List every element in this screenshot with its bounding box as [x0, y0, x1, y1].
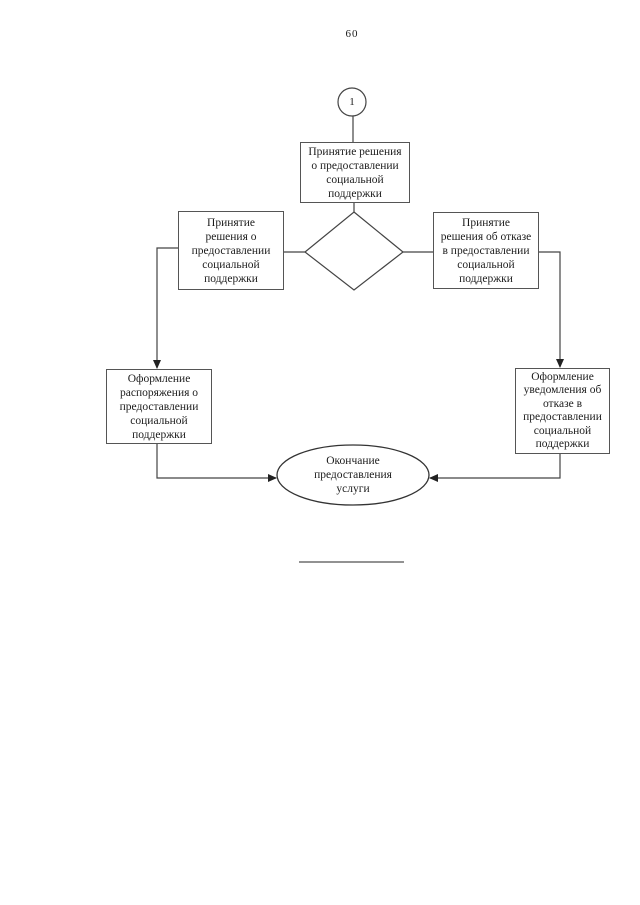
- node-text-line: социальной: [130, 414, 188, 427]
- node-text-line: социальной: [202, 258, 260, 271]
- start-connector-label: 1: [349, 96, 355, 108]
- node-text-line: социальной: [457, 258, 515, 271]
- node-text-line: отказе в: [542, 397, 583, 410]
- node-text-line: о предоставлении: [311, 159, 399, 172]
- node-text-line: решения о: [205, 230, 257, 243]
- node-text-line: поддержки: [328, 187, 382, 200]
- node-text-line: поддержки: [132, 428, 186, 441]
- flow-node-end-terminator: Окончание предоставления услуги: [281, 452, 425, 498]
- node-text-line: услуги: [336, 483, 370, 495]
- connector-line-right-to-end: [430, 452, 561, 479]
- flow-node-right-process: Принятие решения об отказе в предоставле…: [433, 212, 539, 289]
- node-text-line: социальной: [533, 424, 592, 437]
- arrowhead-down-left: [153, 360, 161, 369]
- node-text-line: предоставлении: [523, 411, 602, 423]
- node-text-line: решения об отказе: [440, 230, 532, 243]
- arrowhead-right: [268, 474, 277, 482]
- flow-node-top-process: Принятие решения о предоставлении социал…: [300, 142, 410, 203]
- end-terminator-ellipse: [276, 444, 430, 506]
- connector-line-right-down: [537, 251, 561, 367]
- node-text-line: Принятие: [462, 216, 510, 229]
- node-text-line: поддержки: [535, 438, 590, 450]
- flow-node-right-output: Оформление уведомления об отказе в предо…: [515, 368, 610, 454]
- node-text-line: Принятие решения: [308, 145, 402, 158]
- flow-node-left-output: Оформление распоряжения о предоставлении…: [106, 369, 212, 444]
- decision-diamond: [304, 211, 404, 291]
- node-text-line: предоставления: [314, 469, 392, 481]
- node-text-line: Оформление: [127, 372, 191, 385]
- node-text-line: предоставлении: [119, 400, 199, 413]
- node-text-line: поддержки: [204, 272, 258, 285]
- node-text-line: поддержки: [459, 272, 513, 285]
- page-number: 60: [345, 28, 359, 40]
- node-text-line: Принятие: [207, 216, 255, 229]
- node-text-line: в предоставлении: [442, 244, 530, 257]
- arrowhead-down-right: [556, 359, 564, 368]
- arrowhead-left: [429, 474, 438, 482]
- node-text-line: Оформление: [531, 370, 594, 383]
- node-text-line: уведомления об: [523, 384, 602, 396]
- node-text-line: предоставлении: [191, 244, 271, 257]
- node-text-line: распоряжения о: [119, 386, 199, 399]
- connector-line-left-to-end: [156, 442, 276, 479]
- flow-node-left-process: Принятие решения о предоставлении социал…: [178, 211, 284, 290]
- connector-line-left-down: [156, 247, 179, 368]
- node-text-line: Окончание: [326, 455, 380, 467]
- node-text-line: социальной: [326, 173, 384, 186]
- start-connector-circle: [337, 87, 367, 117]
